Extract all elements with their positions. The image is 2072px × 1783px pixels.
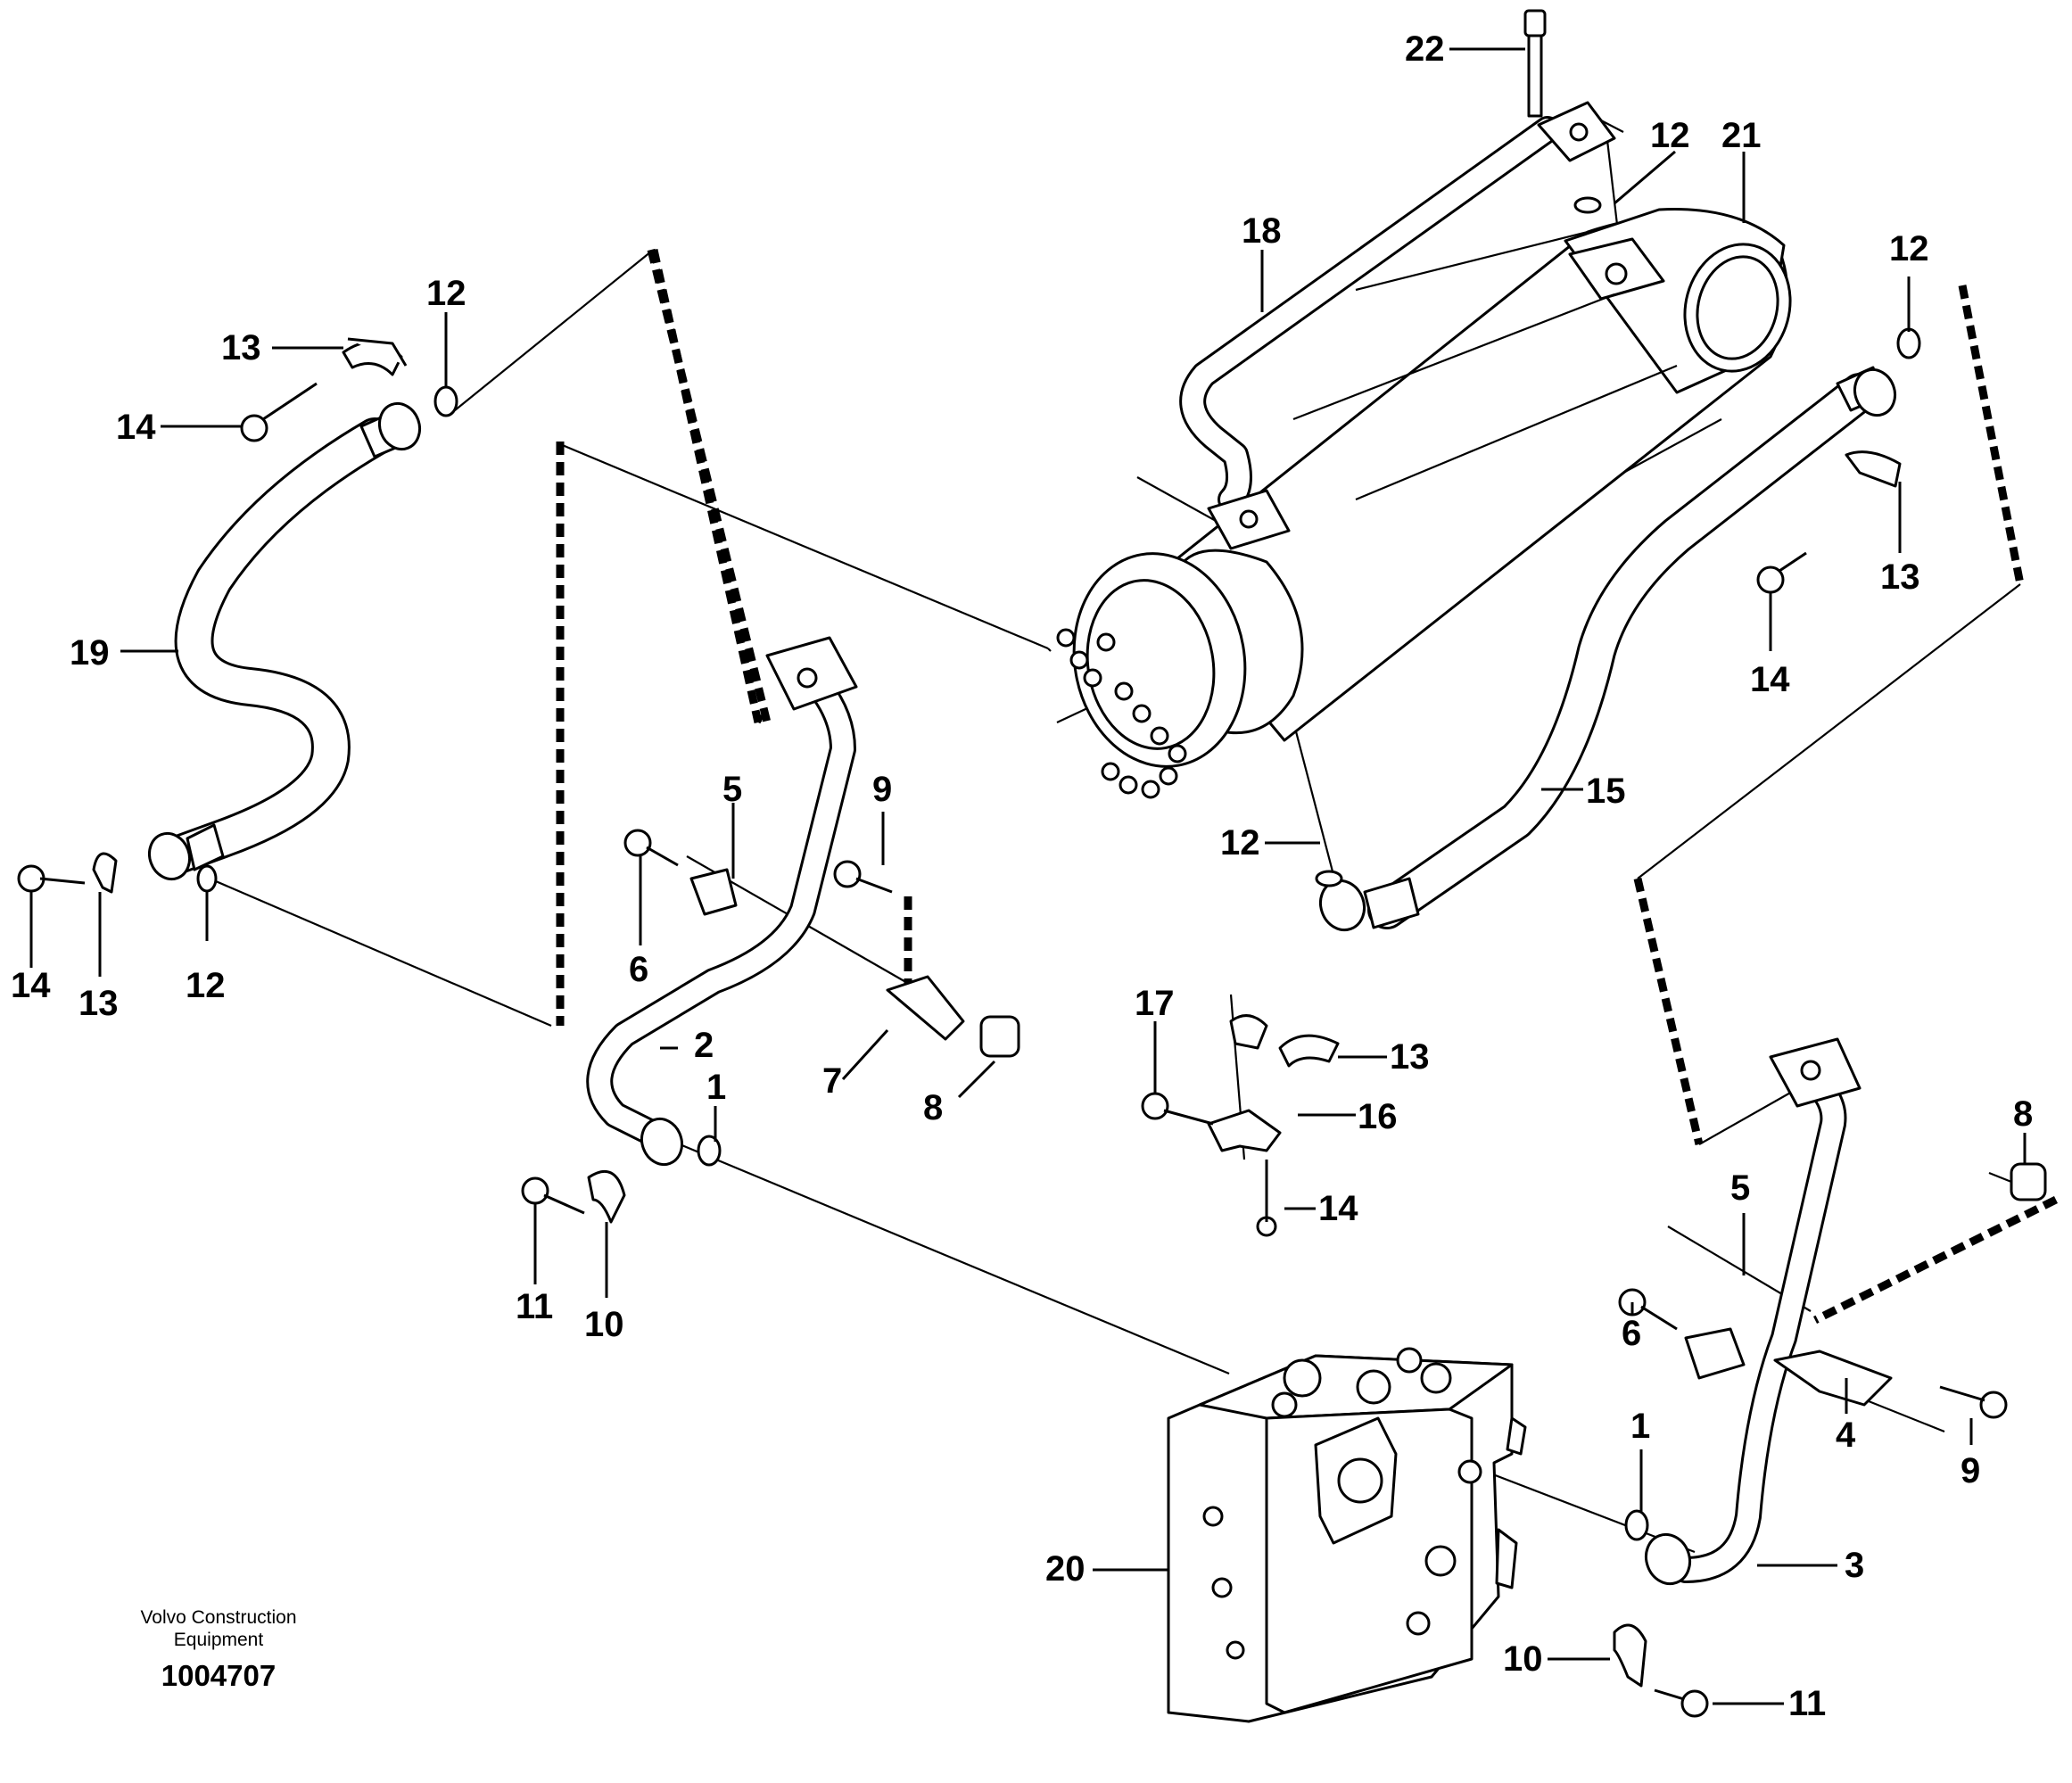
callout-5: 5 <box>722 770 742 809</box>
callout-14: 14 <box>11 966 51 1005</box>
callout-19: 19 <box>70 633 110 673</box>
callout-18: 18 <box>1242 211 1282 251</box>
diagram-caption: Volvo Construction Equipment 1004707 <box>140 1607 296 1692</box>
callout-1: 1 <box>1630 1407 1650 1446</box>
callout-2: 2 <box>694 1026 714 1065</box>
callout-5: 5 <box>1730 1168 1750 1208</box>
callout-20: 20 <box>1045 1549 1086 1589</box>
company-name-line2: Equipment <box>174 1630 264 1650</box>
bolt-9-left <box>833 860 893 894</box>
hydraulic-cylinder <box>1056 208 1792 799</box>
callout-8: 8 <box>2013 1094 2033 1134</box>
bolt-11-bottom <box>1654 1688 1709 1718</box>
bolt-6-left <box>623 829 679 867</box>
bushing-8-left <box>979 1015 1020 1058</box>
callout-10: 10 <box>584 1305 624 1344</box>
callout-numbers: 22 12 21 18 12 13 14 12 13 19 14 15 5 9 … <box>11 29 2033 1723</box>
callout-13: 13 <box>221 328 261 367</box>
callout-1: 1 <box>706 1068 726 1107</box>
callout-14: 14 <box>1750 660 1790 699</box>
pipe-2 <box>586 636 858 1167</box>
bolt-14-left <box>17 864 86 893</box>
callout-21: 21 <box>1721 116 1762 155</box>
callout-13: 13 <box>78 984 119 1023</box>
callout-15: 15 <box>1586 772 1626 811</box>
callout-3: 3 <box>1845 1546 1864 1585</box>
bracket-7 <box>886 975 965 1041</box>
hose-19 <box>147 401 422 881</box>
dashed-connection-lines <box>556 248 2059 1325</box>
bolt-17 <box>1141 1092 1214 1126</box>
callout-8: 8 <box>923 1088 943 1127</box>
callout-9: 9 <box>872 770 892 809</box>
bolt-14-center <box>1256 1160 1277 1237</box>
callout-6: 6 <box>629 950 648 989</box>
callout-9: 9 <box>1961 1451 1980 1490</box>
clamp-10-bottom <box>1613 1623 1647 1688</box>
seal-rings <box>196 196 1921 1541</box>
bushing-8-right <box>2010 1162 2047 1201</box>
control-valve-block <box>1167 1347 1527 1723</box>
callout-22: 22 <box>1405 29 1445 69</box>
callout-7: 7 <box>822 1061 842 1101</box>
clip-5-left <box>689 868 738 916</box>
bolt-9-right <box>1939 1385 2008 1419</box>
callout-leaders <box>29 47 2027 1705</box>
callout-16: 16 <box>1358 1097 1398 1136</box>
callout-13: 13 <box>1390 1037 1430 1077</box>
document-number: 1004707 <box>161 1659 276 1692</box>
callout-14: 14 <box>116 408 156 447</box>
callout-10: 10 <box>1503 1639 1543 1679</box>
callout-11: 11 <box>516 1287 553 1326</box>
company-name-line1: Volvo Construction <box>140 1607 296 1628</box>
clamp-13-right <box>1845 450 1902 488</box>
callout-12: 12 <box>1650 116 1690 155</box>
bracket-16 <box>1207 1014 1340 1152</box>
callout-14: 14 <box>1318 1189 1358 1228</box>
pipe-18 <box>1179 101 1616 550</box>
bolt-14-right <box>1756 551 1807 594</box>
cylinder-bolt-ring <box>1056 628 1187 799</box>
clamp-13-left <box>92 852 118 894</box>
callout-12: 12 <box>1220 823 1260 863</box>
hose-15 <box>1318 366 1897 932</box>
bracket-4 <box>1773 1350 1893 1407</box>
callout-11: 11 <box>1788 1684 1826 1723</box>
clamp-13-top-left <box>342 337 408 376</box>
callout-13: 13 <box>1880 557 1920 597</box>
bolt-14-top-left <box>240 382 318 442</box>
callout-17: 17 <box>1135 984 1175 1023</box>
callout-12: 12 <box>1889 229 1929 268</box>
clamp-10-left <box>587 1169 626 1224</box>
pipe-3 <box>1644 1037 1861 1586</box>
callout-4: 4 <box>1836 1416 1856 1455</box>
bolt-11-left <box>521 1176 585 1215</box>
callout-6: 6 <box>1622 1314 1641 1353</box>
callout-12: 12 <box>186 966 226 1005</box>
clip-5-right <box>1684 1327 1746 1380</box>
bolt-22 <box>1523 9 1547 118</box>
callout-12: 12 <box>426 274 466 313</box>
